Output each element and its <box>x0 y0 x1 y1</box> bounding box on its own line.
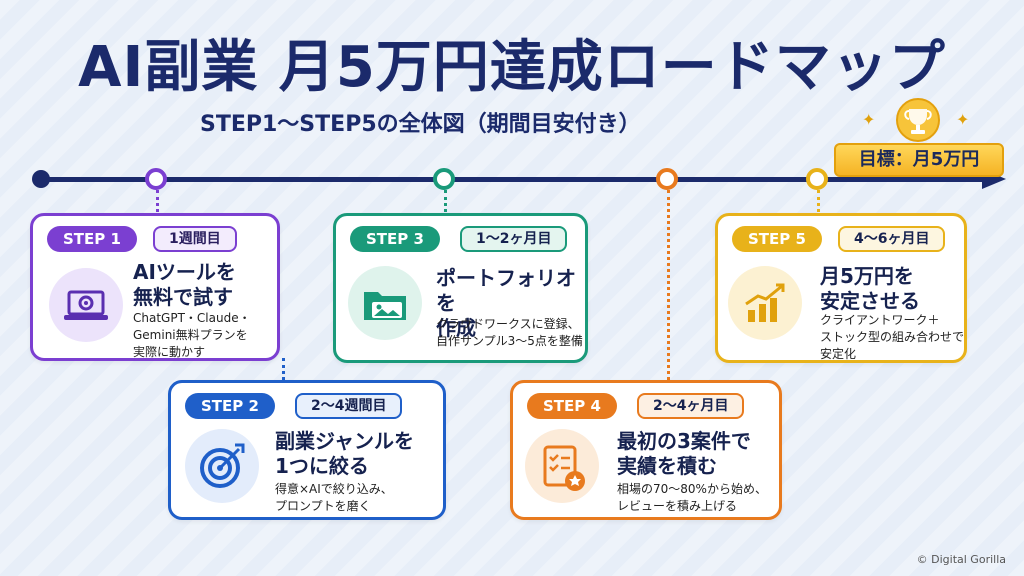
step-description: クライアントワーク＋ ストック型の組み合わせで 安定化 <box>820 313 965 361</box>
step-description: クラウドワークスに登録、 自作サンプル3〜5点を整備 <box>436 317 583 348</box>
connector-step4 <box>667 190 670 380</box>
step-heading: 月5万円を 安定させる <box>820 264 920 313</box>
step-label: STEP 5 <box>732 226 822 252</box>
period-label: 2〜4ヶ月目 <box>637 393 745 419</box>
page-title: AI副業 月5万円達成ロードマップ <box>78 35 946 100</box>
copyright-text: © Digital Gorilla <box>916 553 1006 566</box>
sparkle-left-icon: ✦ <box>862 110 876 129</box>
growth-chart-icon <box>728 266 802 340</box>
step-description: 得意×AIで絞り込み、 プロンプトを磨く <box>275 482 393 513</box>
timeline-node-step5 <box>806 168 828 190</box>
period-label: 1〜2ヶ月目 <box>460 226 568 252</box>
step-card-3: STEP 3 1〜2ヶ月目 ポートフォリオを 作成 クラウドワークスに登録、 自… <box>333 213 588 363</box>
period-label: 4〜6ヶ月目 <box>838 226 946 252</box>
step-description: ChatGPT・Claude・ Gemini無料プランを 実際に動かす <box>133 311 251 359</box>
step-card-4: STEP 4 2〜4ヶ月目 最初の3案件で 実績を積む 相場の70〜80%から始… <box>510 380 782 520</box>
step-label: STEP 4 <box>527 393 617 419</box>
target-icon <box>185 429 259 503</box>
laptop-gear-icon <box>49 268 123 342</box>
connector-step5 <box>817 190 820 212</box>
step-label: STEP 2 <box>185 393 275 419</box>
step-card-1: STEP 1 1週間目 AIツールを 無料で試す ChatGPT・Claude・… <box>30 213 280 361</box>
page-subtitle: STEP1〜STEP5の全体図（期間目安付き） <box>200 112 641 137</box>
timeline-node-step4 <box>656 168 678 190</box>
connector-step2 <box>282 358 285 380</box>
step-card-5: STEP 5 4〜6ヶ月目 月5万円を 安定させる クライアントワーク＋ ストッ… <box>715 213 967 363</box>
timeline-line <box>40 177 984 182</box>
sparkle-right-icon: ✦ <box>956 110 970 129</box>
step-heading: AIツールを 無料で試す <box>133 260 236 309</box>
step-label: STEP 3 <box>350 226 440 252</box>
step-description: 相場の70〜80%から始め、 レビューを積み上げる <box>617 482 767 513</box>
period-label: 1週間目 <box>153 226 237 252</box>
goal-badge: 目標：月5万円 <box>834 143 1004 177</box>
period-label: 2〜4週間目 <box>295 393 403 419</box>
checklist-star-icon <box>525 429 599 503</box>
timeline-start-dot <box>32 170 50 188</box>
trophy-icon <box>896 98 940 142</box>
folder-image-icon <box>348 266 422 340</box>
step-heading: 副業ジャンルを 1つに絞る <box>275 429 414 478</box>
step-label: STEP 1 <box>47 226 137 252</box>
step-heading: 最初の3案件で 実績を積む <box>617 429 751 478</box>
connector-step3 <box>444 190 447 212</box>
connector-step1 <box>156 190 159 212</box>
timeline-node-step3 <box>433 168 455 190</box>
step-heading: ポートフォリオを 作成 <box>436 266 576 340</box>
timeline-node-step1 <box>145 168 167 190</box>
step-card-2: STEP 2 2〜4週間目 副業ジャンルを 1つに絞る 得意×AIで絞り込み、 … <box>168 380 446 520</box>
